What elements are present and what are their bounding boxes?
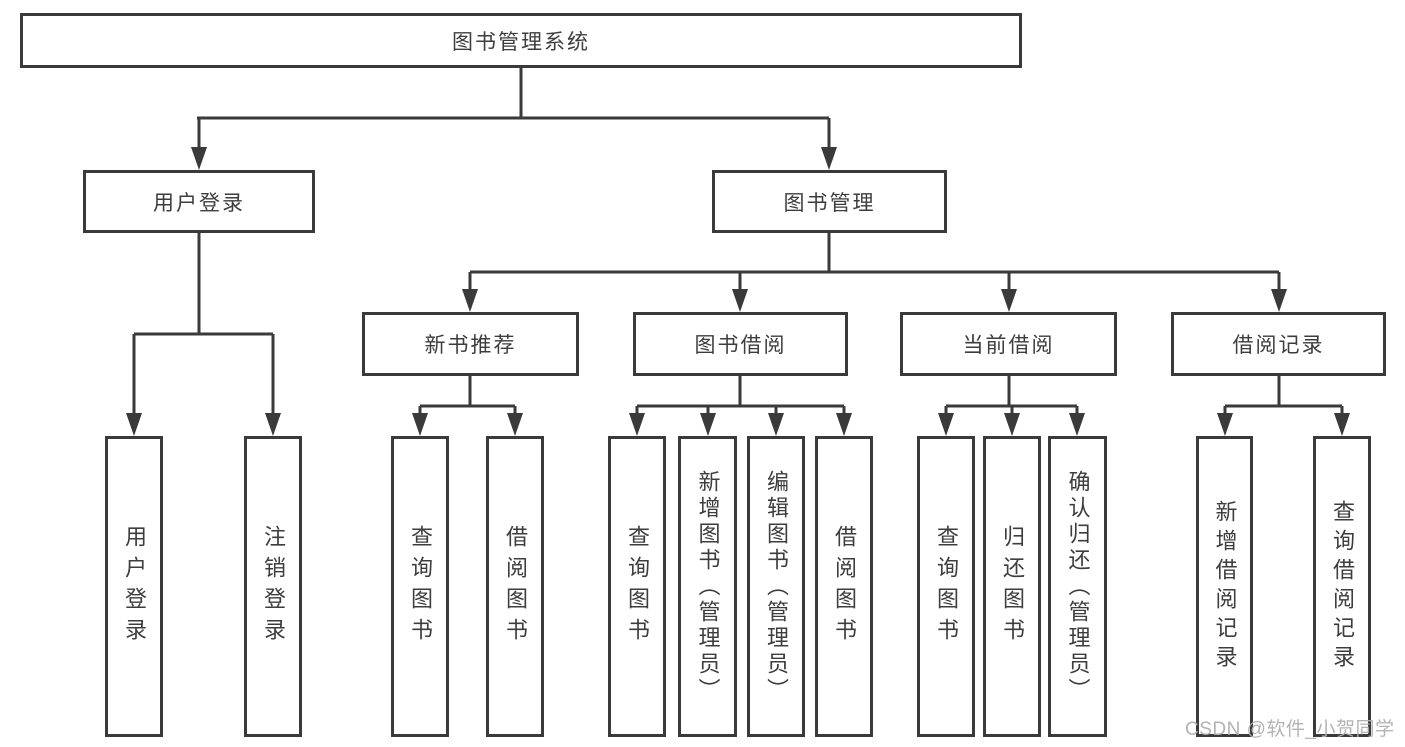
leaf-borrow-borrow-books: 借阅图书 <box>815 436 873 737</box>
leaf-current-query-books: 查询图书 <box>917 436 975 737</box>
leaf-records-query-record-label: 查询借阅记录 <box>1330 499 1355 674</box>
node-new-book-recommend-label: 新书推荐 <box>424 334 517 357</box>
node-book-management-label: 图书管理 <box>783 191 876 215</box>
node-current-borrowing: 当前借阅 <box>900 312 1117 376</box>
node-user-login: 用户登录 <box>83 170 315 233</box>
leaf-records-add-record: 新增借阅记录 <box>1196 436 1253 737</box>
arrowhead-icons <box>126 147 1350 436</box>
leaf-login-logout-label: 注销登录 <box>261 524 286 649</box>
node-book-management: 图书管理 <box>712 170 947 233</box>
watermark: CSDN @软件_小贺同学 <box>1185 719 1395 740</box>
leaf-current-query-books-label: 查询图书 <box>934 524 959 649</box>
leaf-borrow-add-book-admin-label: 新增图书（管理员） <box>695 469 721 704</box>
leaf-records-query-record: 查询借阅记录 <box>1313 436 1371 737</box>
leaf-current-confirm-return-admin: 确认归还（管理员） <box>1048 436 1107 737</box>
leaf-login-logout: 注销登录 <box>244 436 302 737</box>
leaf-borrow-borrow-books-label: 借阅图书 <box>832 524 857 649</box>
node-book-borrowing-label: 图书借阅 <box>694 334 787 357</box>
node-borrowing-records: 借阅记录 <box>1171 312 1386 376</box>
leaf-records-add-record-label: 新增借阅记录 <box>1212 499 1238 674</box>
leaf-current-confirm-return-admin-label: 确认归还（管理员） <box>1065 469 1091 704</box>
leaf-current-return-books: 归还图书 <box>983 436 1041 737</box>
leaf-newbook-borrow-books: 借阅图书 <box>486 436 544 737</box>
leaf-login-user-login: 用户登录 <box>105 436 163 737</box>
leaf-newbook-query-books: 查询图书 <box>391 436 449 737</box>
leaf-borrow-query-books: 查询图书 <box>608 436 666 737</box>
leaf-borrow-edit-book-admin-label: 编辑图书（管理员） <box>764 469 789 704</box>
node-current-borrowing-label: 当前借阅 <box>962 334 1055 357</box>
node-new-book-recommend: 新书推荐 <box>362 312 579 376</box>
node-user-login-label: 用户登录 <box>153 191 245 215</box>
node-book-borrowing: 图书借阅 <box>633 312 848 376</box>
node-borrowing-records-label: 借阅记录 <box>1232 334 1325 357</box>
leaf-borrow-query-books-label: 查询图书 <box>625 524 650 649</box>
leaf-login-user-login-label: 用户登录 <box>122 524 147 649</box>
node-root-system-label: 图书管理系统 <box>452 30 590 54</box>
leaf-current-return-books-label: 归还图书 <box>1000 524 1025 649</box>
node-root-system: 图书管理系统 <box>20 13 1022 68</box>
leaf-newbook-query-books-label: 查询图书 <box>408 524 433 649</box>
leaf-borrow-add-book-admin: 新增图书（管理员） <box>678 436 737 737</box>
leaf-borrow-edit-book-admin: 编辑图书（管理员） <box>747 436 805 737</box>
leaf-newbook-borrow-books-label: 借阅图书 <box>503 524 528 649</box>
